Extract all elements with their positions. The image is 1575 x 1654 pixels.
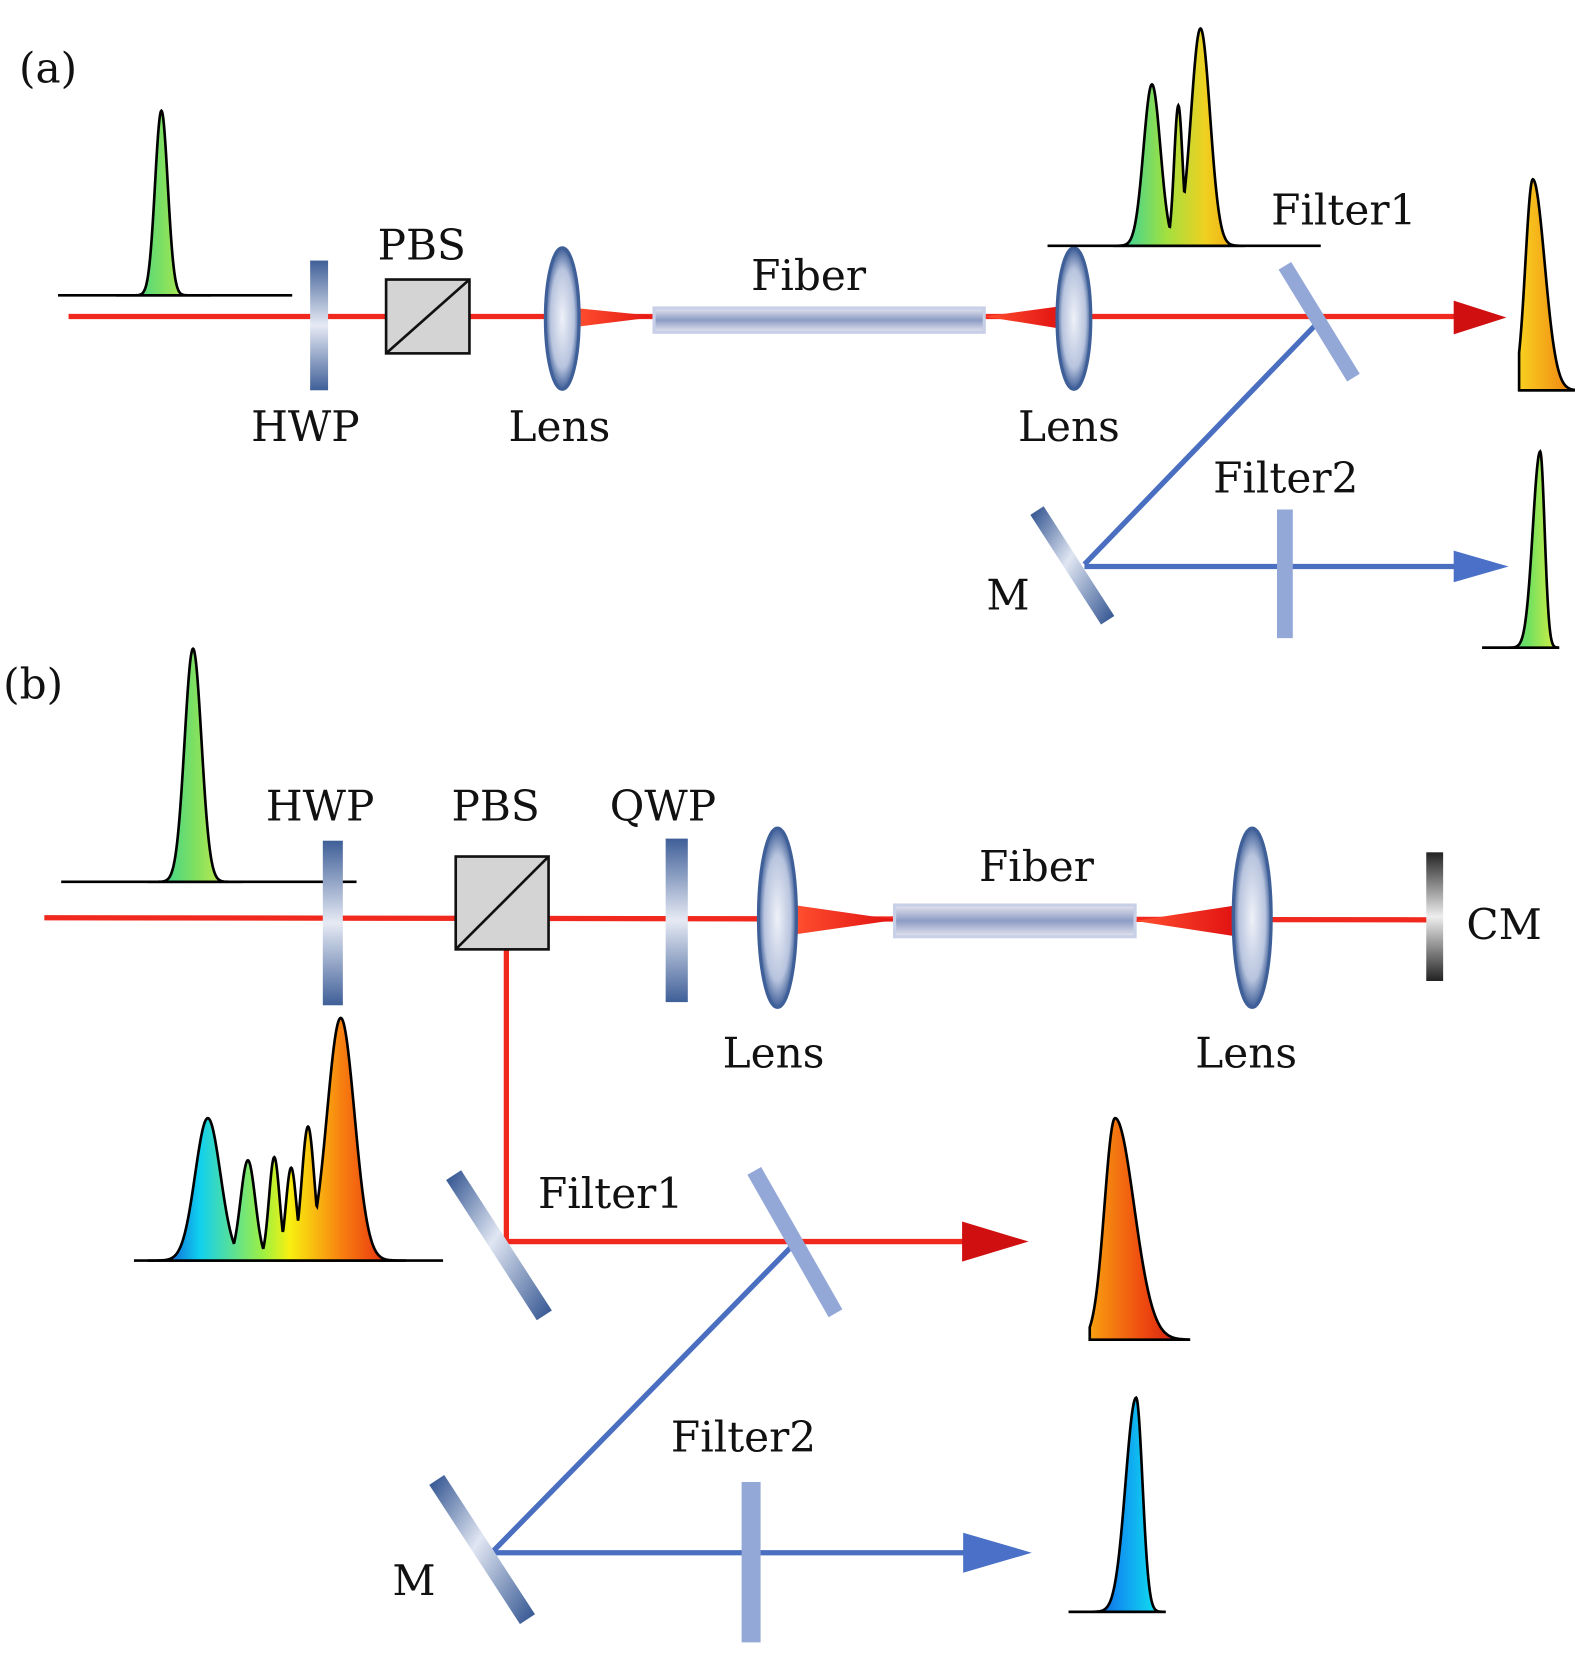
mirror <box>1030 506 1115 625</box>
arrow-head-red <box>962 1221 1029 1262</box>
mirror-label: M <box>986 571 1029 620</box>
output-pulse-filter1 <box>1517 177 1575 392</box>
fiber <box>652 306 986 334</box>
filter1-label: Filter1 <box>1271 186 1416 235</box>
fiber-label: Fiber <box>979 842 1095 891</box>
arrow-head-red <box>1453 300 1507 335</box>
cm-label: CM <box>1466 900 1541 949</box>
filter1-dichroic <box>747 1166 843 1318</box>
pbs-label: PBS <box>378 220 466 269</box>
filter1-label: Filter1 <box>538 1169 683 1218</box>
panel-b: (b) HWP PBS QWP Lens Fiber Lens CM Filte… <box>3 647 1542 1643</box>
hwp-label: HWP <box>251 402 360 451</box>
blue-beam-diagonal <box>1082 319 1321 567</box>
blue-beam-diagonal <box>491 1242 796 1553</box>
arrow-head-blue <box>963 1532 1032 1573</box>
pbs-diagonal <box>385 278 471 355</box>
lens-2-label: Lens <box>1018 402 1120 451</box>
lens-1-label: Lens <box>508 402 610 451</box>
mirror <box>429 1475 535 1625</box>
lens-2 <box>1055 246 1093 391</box>
lens-1 <box>756 826 799 1009</box>
mirror-label: M <box>392 1556 435 1605</box>
fiber-label: Fiber <box>751 251 867 300</box>
mirror-pbs-output <box>446 1170 552 1321</box>
lens-2-label: Lens <box>1195 1029 1297 1078</box>
lens-1 <box>543 246 581 391</box>
focus-cone <box>574 308 660 328</box>
output-pulse-filter1 <box>1088 1116 1191 1341</box>
output-pulse-filter2 <box>1068 1395 1166 1614</box>
arrow-head-blue <box>1453 550 1509 583</box>
focus-cone <box>1135 905 1239 937</box>
fiber <box>892 903 1137 939</box>
broadened-spectrum <box>147 1016 407 1262</box>
qwp-label: QWP <box>610 782 716 831</box>
filter1-dichroic <box>1278 261 1360 382</box>
panel-a-label: (a) <box>19 43 77 92</box>
pbs-label: PBS <box>452 782 540 831</box>
lens-2 <box>1231 826 1273 1009</box>
broadened-spectrum <box>1112 26 1245 248</box>
hwp-plate <box>310 260 329 391</box>
pbs-diagonal <box>454 855 550 951</box>
qwp-plate <box>665 838 688 1003</box>
filter2-label: Filter2 <box>671 1412 816 1461</box>
panel-a: (a) HWP PBS Lens Fiber Lens Filter1 M Fi… <box>19 26 1575 649</box>
chirped-mirror <box>1426 852 1444 982</box>
lens-1-label: Lens <box>723 1029 825 1078</box>
input-pulse-spectrum <box>147 647 243 884</box>
focus-cone <box>793 905 897 935</box>
hwp-label: HWP <box>266 782 375 831</box>
output-pulse-filter2 <box>1482 449 1560 649</box>
focus-cone <box>984 305 1064 330</box>
filter2-label: Filter2 <box>1213 454 1358 503</box>
panel-b-label: (b) <box>3 659 63 708</box>
input-pulse-spectrum <box>116 108 211 297</box>
hwp-plate <box>322 840 343 1006</box>
